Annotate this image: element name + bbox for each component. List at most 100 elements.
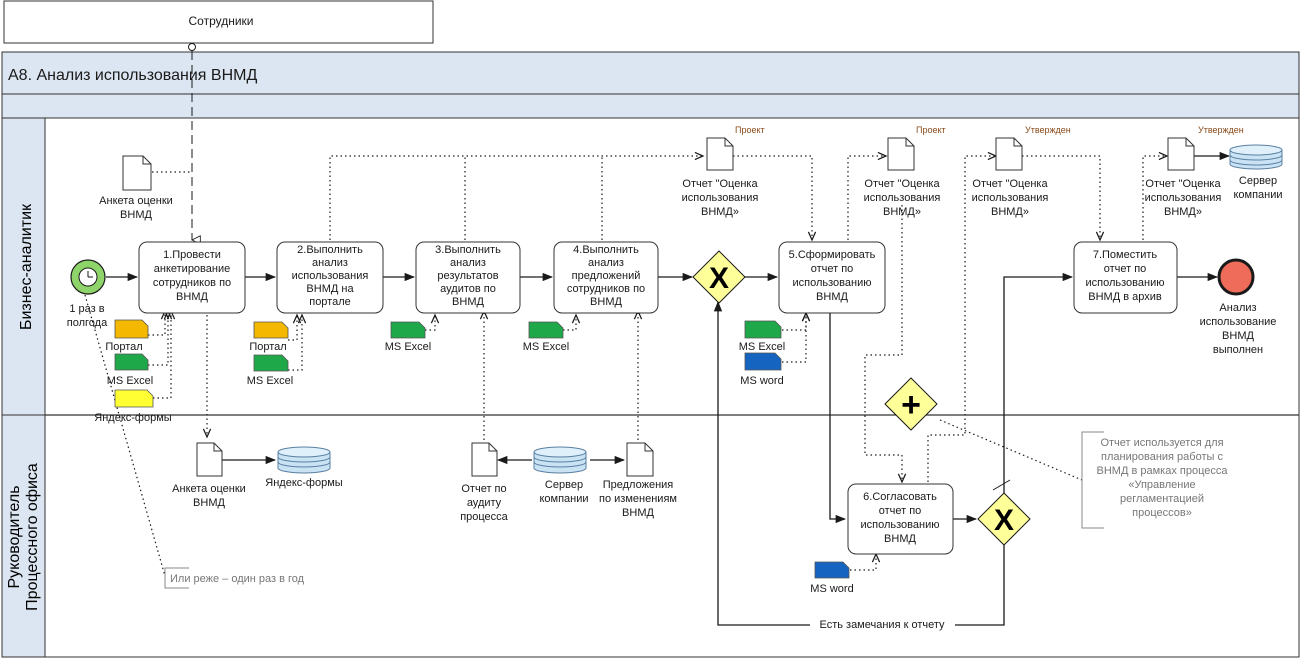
task-5-line: использованию — [793, 277, 872, 289]
task-6-line: 6.Согласовать — [863, 491, 937, 503]
datastore-server-bottom[interactable] — [533, 446, 587, 474]
message-flow-origin — [188, 43, 196, 51]
task-3-line: 3.Выполнить — [435, 244, 501, 256]
state-label: Проект — [916, 125, 946, 135]
document-proposals[interactable] — [626, 442, 654, 477]
doc-label: Отчет "Оценка — [864, 178, 940, 190]
document-report-draft-2[interactable] — [887, 137, 915, 171]
task-6-line: ВНМД — [884, 533, 916, 545]
task-7-line: 7.Поместить — [1093, 249, 1158, 261]
gateway-x-symbol: X — [709, 262, 729, 295]
end-label-2: использование — [1200, 316, 1277, 328]
task-4-line: анализ — [588, 257, 624, 269]
start-event-timer[interactable] — [70, 259, 106, 295]
doc-label: ВНМД — [622, 507, 654, 519]
document-report-draft-1[interactable] — [706, 137, 734, 171]
annotation-usage: Отчет используется для планирования рабо… — [1081, 431, 1229, 529]
doc-label: процесса — [460, 511, 508, 523]
tool-label: MS Excel — [247, 375, 293, 387]
annotation-usage-line: регламентацией — [1120, 493, 1204, 505]
task-4-line: 4.Выполнить — [573, 244, 639, 256]
participant-employees[interactable]: Сотрудники — [3, 0, 434, 44]
annotation-usage-line: «Управление — [1128, 479, 1195, 491]
tool-label: MS Excel — [739, 341, 785, 353]
task-5-line: 5.Сформировать — [789, 249, 876, 261]
state-label: Утвержден — [1025, 125, 1071, 135]
pool-title-band — [1, 51, 1300, 95]
doc-label: использования — [864, 192, 941, 204]
document-survey-top[interactable] — [122, 155, 152, 191]
participant-label: Сотрудники — [189, 14, 254, 28]
loop-condition-label: Есть замечания к отчету — [819, 619, 945, 631]
gateway-plus-symbol: + — [901, 386, 921, 424]
document-report-approved-2[interactable] — [1167, 137, 1195, 171]
annotation-usage-line: ВНМД в рамках процесса — [1097, 465, 1229, 477]
doc-label: Отчет по — [461, 483, 506, 495]
tool-excel-3 — [390, 321, 426, 339]
end-label-4: выполнен — [1213, 344, 1263, 356]
task-5-line: ВНМД — [816, 291, 848, 303]
lane-header-office — [1, 414, 46, 658]
tool-excel-5 — [744, 320, 782, 339]
datastore-label: Сервер — [1239, 175, 1277, 187]
tool-label: MS Excel — [385, 341, 431, 353]
document-survey-bottom[interactable] — [196, 442, 223, 477]
gateway-x-symbol: X — [994, 504, 1014, 537]
end-event[interactable] — [1217, 258, 1255, 296]
parallel-gateway[interactable]: + — [884, 377, 938, 431]
doc-label: аудиту — [467, 497, 502, 509]
tool-label: MS Excel — [523, 341, 569, 353]
tool-excel-1 — [114, 353, 149, 371]
doc-label: Отчет "Оценка — [1145, 178, 1221, 190]
task-4-proposals-analysis[interactable]: 4.Выполнить анализ предложений сотрудник… — [553, 241, 659, 314]
document-audit-report[interactable] — [471, 442, 498, 477]
task-1-survey[interactable]: 1.Провести анкетирование сотрудников по … — [138, 241, 246, 314]
task-3-line: аудитов по — [440, 283, 496, 295]
tool-portal-1 — [114, 319, 149, 339]
tool-label: Портал — [105, 341, 142, 353]
exclusive-gateway-2[interactable]: X — [977, 492, 1031, 546]
doc-label: использования — [1145, 192, 1222, 204]
end-label-1: Анализ — [1219, 302, 1256, 314]
task-2-line: портале — [309, 296, 351, 308]
datastore-label: Сервер — [545, 479, 583, 491]
doc-label: ВНМД» — [883, 206, 921, 218]
lane-label-analyst: Бизнес-аналитик — [18, 203, 35, 330]
task-2-line: использования — [292, 270, 369, 282]
task-7-line: использованию — [1086, 277, 1165, 289]
datastore-label: компании — [1233, 189, 1282, 201]
state-label: Утвержден — [1198, 125, 1244, 135]
tool-label: Портал — [249, 341, 286, 353]
exclusive-gateway-1[interactable]: X — [692, 250, 746, 304]
doc-label: ВНМД — [193, 497, 225, 509]
doc-label: Отчет "Оценка — [682, 178, 758, 190]
tool-label: MS word — [740, 375, 783, 387]
task-6-line: отчет по — [879, 505, 922, 517]
doc-label: ВНМД» — [991, 206, 1029, 218]
datastore-yandex-forms[interactable] — [277, 446, 331, 474]
state-label: Проект — [735, 125, 765, 135]
start-event-label-2: полгода — [67, 317, 108, 329]
task-1-line: 1.Провести — [163, 249, 221, 261]
doc-label: Отчет "Оценка — [972, 178, 1048, 190]
document-report-approved-1[interactable] — [995, 137, 1023, 171]
lane-label-office-1: Руководитель — [6, 485, 23, 588]
task-7-archive-report[interactable]: 7.Поместить отчет по использованию ВНМД … — [1073, 241, 1178, 314]
task-2-portal-analysis[interactable]: 2.Выполнить анализ использования ВНМД на… — [276, 241, 384, 314]
tool-label: MS Excel — [107, 375, 153, 387]
pool: А8. Анализ использования ВНМД Бизнес-ана… — [1, 51, 1300, 658]
task-3-audit-analysis[interactable]: 3.Выполнить анализ результатов аудитов п… — [415, 241, 521, 314]
task-5-line: отчет по — [811, 263, 854, 275]
task-7-line: ВНМД в архив — [1088, 291, 1162, 303]
tool-yandex-forms — [114, 389, 154, 408]
task-2-line: 2.Выполнить — [297, 244, 363, 256]
doc-label: ВНМД» — [1164, 206, 1202, 218]
annotation-frequency: Или реже – один раз в год — [164, 567, 305, 589]
task-2-line: ВНМД на — [306, 283, 354, 295]
annotation-frequency-text: Или реже – один раз в год — [170, 573, 305, 585]
task-5-form-report[interactable]: 5.Сформировать отчет по использованию ВН… — [778, 241, 886, 314]
task-6-approve-report[interactable]: 6.Согласовать отчет по использованию ВНМ… — [847, 483, 954, 555]
doc-label: Анкета оценки — [99, 195, 173, 207]
datastore-server-top[interactable] — [1229, 144, 1283, 170]
